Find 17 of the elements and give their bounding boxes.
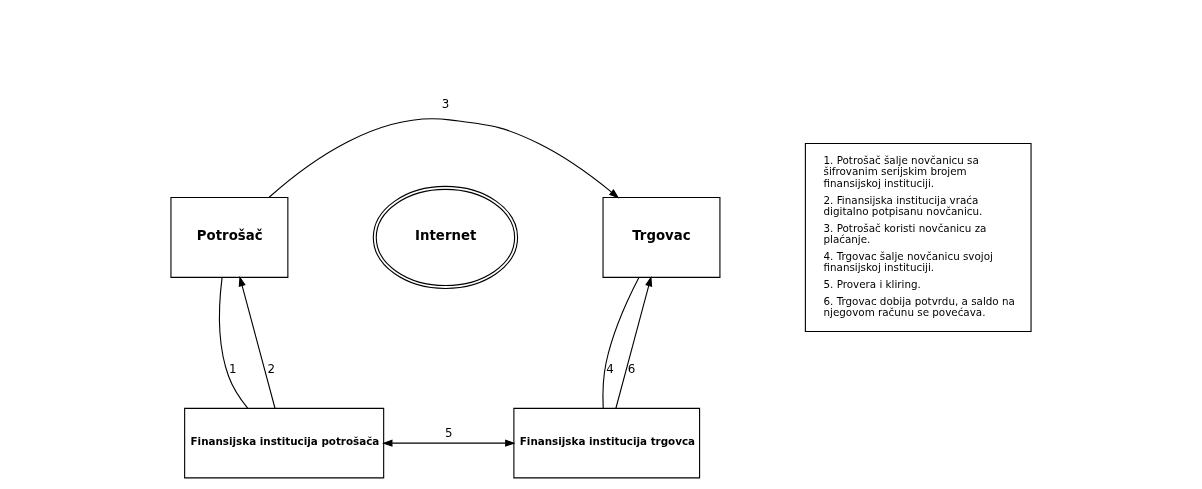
edge-label: 1 [228, 361, 237, 376]
connector [602, 277, 640, 409]
arrow [382, 439, 516, 447]
edge-label: 2 [267, 361, 275, 376]
edge-label: 5 [445, 426, 453, 441]
node-box: Potrošač [170, 196, 289, 278]
node-box: Trgovac [602, 196, 721, 278]
node-box: 1. Potrošač šalje novčanicu sa šifrovanim serijskim brojem finansijskoj instituciji. 2. Finansijska institucija vraća digitalno potpisanu novčanicu. 3. Potrošač koristi novčanicu za plaćanje. 4. Trgovac šalje novčanicu svojoj finansijskoj instituciji. 5. Provera i kliring. 6. Trgovac dobija potvrdu, a saldo na njegovom računu se povećava. [804, 142, 1032, 332]
edge-label: 3 [441, 96, 450, 111]
node-box: Finansijska institucija trgovca [513, 407, 701, 479]
connector [218, 277, 249, 409]
edge-label: 6 [627, 361, 636, 376]
node-box: Finansijska institucija potrošača [184, 407, 385, 479]
arrow [615, 275, 653, 409]
arrow [268, 118, 620, 199]
edge-label: 4 [606, 361, 614, 376]
arrow [238, 275, 276, 409]
